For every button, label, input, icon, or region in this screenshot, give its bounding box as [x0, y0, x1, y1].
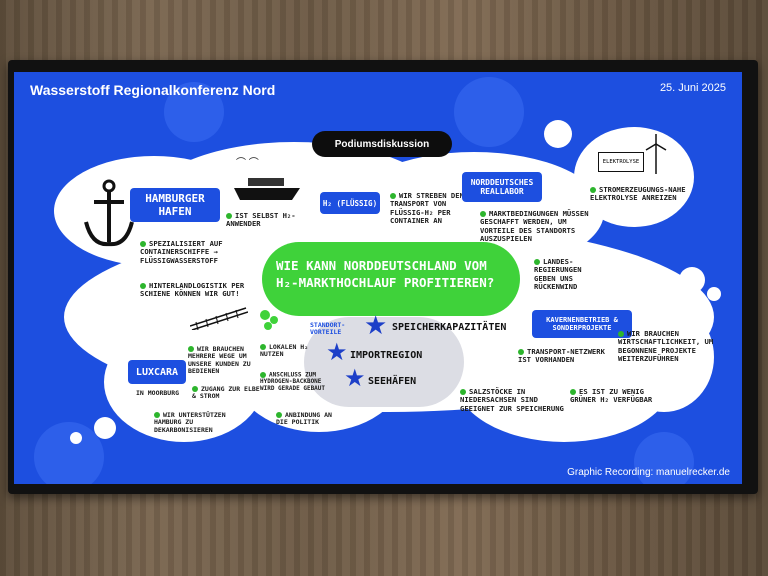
luxcara-point-3: Wir unterstützen Hamburg zu dekarbonisie… [154, 411, 226, 434]
bullet-icon [518, 349, 524, 355]
kavernen-point-2: Salzstöcke in Niedersachsen sind geeigne… [460, 387, 564, 413]
bullet-icon [590, 187, 596, 193]
bullet-icon [188, 346, 194, 352]
electrolyzer-icon: Elektrolyse [598, 152, 644, 172]
reallabor-device-note: Stromerzeugungs-nahe Elektrolyse anreize… [590, 185, 686, 203]
page-title: Wasserstoff Regionalkonferenz Nord [30, 82, 276, 98]
hamburg-point-2: Hinterlandlogistik per Schiene können wi… [140, 281, 245, 299]
star-icon: ★ [364, 310, 388, 340]
bullet-icon [618, 331, 624, 337]
bg-blob [634, 432, 694, 484]
small-cloud-dot [707, 287, 721, 301]
green-dot [260, 310, 270, 320]
hamburg-title: Hamburger Hafen [130, 188, 220, 222]
ship-icon [234, 178, 300, 200]
star-icon: ★ [326, 339, 348, 366]
bullet-icon [260, 372, 266, 378]
small-cloud-dot [544, 120, 572, 148]
bg-blob [454, 77, 524, 147]
central-question: Wie kann Norddeutschland vom H₂-Markthoc… [276, 258, 495, 290]
railway-icon [190, 307, 248, 330]
reallabor-point-1: Marktbedingungen müssen geschafft werden… [480, 209, 589, 243]
luxcara-point-2: Zugang zur Elbe & Strom [192, 385, 260, 401]
kavernen-point-3: Es ist zu wenig grüner H₂ verfügbar [570, 387, 653, 405]
reallabor-point-2: Landes-regierungen geben uns Rückenwind [534, 257, 582, 291]
luxcara-point-5: Anschluss zum Hydrogen-backbone wird ger… [260, 371, 326, 393]
standort-backdrop [304, 317, 464, 407]
luxcara-point-1: Wir brauchen mehrere Wege um unsere Kund… [188, 345, 251, 376]
bullet-icon [480, 211, 486, 217]
ship-note: Ist selbst H₂-Anwender [226, 211, 296, 229]
bullet-icon [226, 213, 232, 219]
bullet-icon [460, 389, 466, 395]
bg-blob [164, 82, 224, 142]
wind-turbine-icon [645, 134, 667, 174]
display-screen: Wasserstoff Regionalkonferenz Nord 25. J… [14, 72, 742, 484]
luxcara-title: Luxcara [128, 360, 186, 384]
bullet-icon [140, 283, 146, 289]
bullet-icon [276, 412, 282, 418]
green-dot [270, 316, 278, 324]
luxcara-point-4: Lokalen H₂ nutzen [260, 343, 309, 359]
birds-icon: ⌒ ⌒ [236, 158, 259, 169]
cloud-shape [574, 127, 694, 227]
bullet-icon [390, 193, 396, 199]
small-cloud-dot [70, 432, 82, 444]
bullet-icon [260, 344, 266, 350]
panel-label: Podiumsdiskussion [312, 131, 452, 157]
luxcara-subtitle: in Moorburg [136, 389, 180, 397]
container-icon: H₂ (flüssig) [320, 192, 380, 214]
standort-item-2: Importregion [350, 350, 423, 361]
standort-label: Standort-vorteile [310, 321, 346, 337]
container-note: Wir streben den Transport von flüssig-H₂… [390, 191, 464, 225]
green-dot [264, 322, 272, 330]
credit-text: Graphic Recording: manuelrecker.de [567, 467, 730, 478]
hamburg-point-1: Spezialisiert auf Containerschiffe → Flü… [140, 239, 223, 265]
bullet-icon [570, 389, 576, 395]
standort-item-3: Seehäfen [368, 376, 417, 387]
star-icon: ★ [344, 365, 366, 392]
bg-blob [34, 422, 104, 484]
reallabor-title: Norddeutsches Reallabor [462, 172, 542, 202]
anchor-icon [84, 179, 134, 247]
small-cloud-dot [94, 417, 116, 439]
bullet-icon [140, 241, 146, 247]
luxcara-point-6: Anbindung an die Politik [276, 411, 332, 427]
kavernen-point-4: Wir brauchen Wirtschaftlichkeit, um bego… [618, 329, 714, 363]
bullet-icon [192, 386, 198, 392]
standort-item-1: Speicherkapazitäten [392, 322, 507, 333]
small-cloud-dot [679, 267, 705, 293]
kavernen-title: Kavernenbetrieb & Sonderprojekte [532, 310, 632, 338]
bullet-icon [534, 259, 540, 265]
central-question-bubble [262, 242, 520, 316]
event-date: 25. Juni 2025 [659, 82, 726, 94]
bullet-icon [154, 412, 160, 418]
kavernen-point-1: Transport-netzwerk ist vorhanden [518, 347, 605, 365]
